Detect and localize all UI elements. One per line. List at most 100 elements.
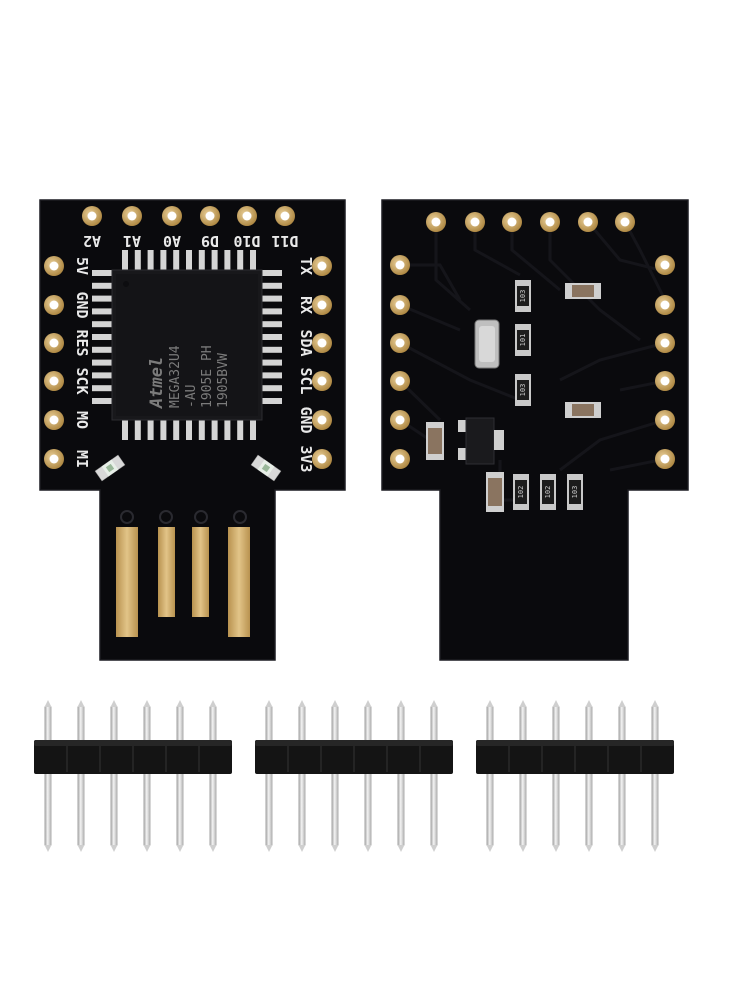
front-right-pad — [312, 256, 332, 276]
front-top-pad — [82, 206, 102, 226]
back-right-pad — [655, 449, 675, 469]
back-top-pad — [615, 212, 635, 232]
label-d11: D11 — [271, 232, 298, 250]
capacitor-4 — [486, 472, 504, 512]
back-left-pad — [390, 410, 410, 430]
usb-contact-2 — [158, 527, 175, 617]
chip-line-4: 1905BVW — [216, 353, 231, 408]
back-board: 103 101 103 — [381, 199, 689, 661]
front-right-pad — [312, 295, 332, 315]
front-right-pad — [312, 410, 332, 430]
label-res: RES — [73, 329, 91, 356]
code-102-b: 102 — [544, 486, 552, 499]
chip-line-1: MEGA32U4 — [168, 345, 183, 408]
back-top-pad — [465, 212, 485, 232]
header-pin — [331, 700, 339, 852]
front-top-pad — [275, 206, 295, 226]
back-traces — [398, 221, 667, 502]
header-pin — [364, 700, 372, 852]
back-left-pad — [390, 333, 410, 353]
front-top-pad — [122, 206, 142, 226]
header-pin — [209, 700, 217, 852]
label-scl: SCL — [297, 367, 315, 394]
header-pin — [618, 700, 626, 852]
back-left-pad — [390, 295, 410, 315]
front-left-pad — [44, 256, 64, 276]
header-plastic-body — [34, 740, 232, 774]
front-left-pad — [44, 333, 64, 353]
label-rx: RX — [297, 296, 315, 314]
front-left-pad — [44, 371, 64, 391]
header-plastic-body — [255, 740, 453, 774]
code-103-b: 103 — [519, 384, 527, 397]
front-left-labels: 5V GND RES SCK MO MI — [73, 257, 91, 468]
label-tx: TX — [297, 257, 315, 275]
back-right-pad — [655, 371, 675, 391]
led-right — [250, 454, 282, 482]
back-components: 103 101 103 — [426, 280, 601, 512]
header-pin — [77, 700, 85, 852]
label-sda: SDA — [297, 329, 315, 356]
back-left-pad — [390, 255, 410, 275]
header-pin — [651, 700, 659, 852]
resistor-3: 103 — [515, 374, 531, 406]
label-mo: MO — [73, 411, 91, 429]
chip-brand: Atmel — [147, 357, 167, 409]
header-pin — [486, 700, 494, 852]
front-top-pad — [162, 206, 182, 226]
label-gnd-right: GND — [297, 406, 315, 433]
back-pads — [390, 212, 675, 469]
front-top-pad — [200, 206, 220, 226]
label-sck: SCK — [73, 367, 91, 394]
code-101: 101 — [519, 334, 527, 347]
front-right-pad — [312, 333, 332, 353]
microcontroller-chip: Atmel MEGA32U4 -AU 1905E PH 1905BVW — [92, 250, 282, 440]
label-d10: D10 — [233, 232, 260, 250]
header-pin — [397, 700, 405, 852]
resistor-2: 101 — [515, 324, 531, 356]
usb-contacts — [116, 510, 250, 637]
code-103-a: 103 — [519, 290, 527, 303]
front-top-labels: D11 D10 D9 A0 A1 A2 — [83, 232, 299, 250]
back-pcb — [381, 199, 689, 661]
back-right-pad — [655, 295, 675, 315]
pin-header-strip — [34, 700, 232, 852]
header-pin — [519, 700, 527, 852]
crystal-oscillator — [474, 319, 500, 369]
header-pin — [176, 700, 184, 852]
header-pin — [430, 700, 438, 852]
resistor-6: 103 — [567, 474, 583, 510]
front-left-pad — [44, 410, 64, 430]
resistor-1: 103 — [515, 280, 531, 312]
code-103-c: 103 — [571, 486, 579, 499]
header-pin — [298, 700, 306, 852]
code-102-a: 102 — [517, 486, 525, 499]
front-right-pad — [312, 449, 332, 469]
header-pin — [265, 700, 273, 852]
chip-line-2: -AU — [184, 385, 199, 408]
label-a1: A1 — [123, 232, 141, 250]
usb-contact-4 — [228, 527, 250, 637]
front-left-pad — [44, 295, 64, 315]
label-gnd-left: GND — [73, 291, 91, 318]
back-top-pad — [540, 212, 560, 232]
pin-header-strip — [476, 700, 674, 852]
usb-contact-3 — [192, 527, 209, 617]
back-top-pad — [502, 212, 522, 232]
front-top-pad — [237, 206, 257, 226]
pin-headers — [34, 700, 674, 852]
front-right-labels: TX RX SDA SCL GND 3V3 — [297, 257, 315, 473]
back-right-pad — [655, 410, 675, 430]
voltage-regulator — [458, 417, 504, 465]
resistor-4: 102 — [513, 474, 529, 510]
capacitor-1 — [565, 283, 601, 299]
front-right-pad — [312, 371, 332, 391]
front-left-pad — [44, 449, 64, 469]
label-3v3: 3V3 — [297, 445, 315, 472]
front-pads — [44, 206, 332, 469]
label-d9: D9 — [201, 232, 219, 250]
capacitor-3 — [426, 422, 444, 460]
header-pin — [143, 700, 151, 852]
header-pin — [110, 700, 118, 852]
label-a2: A2 — [83, 232, 101, 250]
